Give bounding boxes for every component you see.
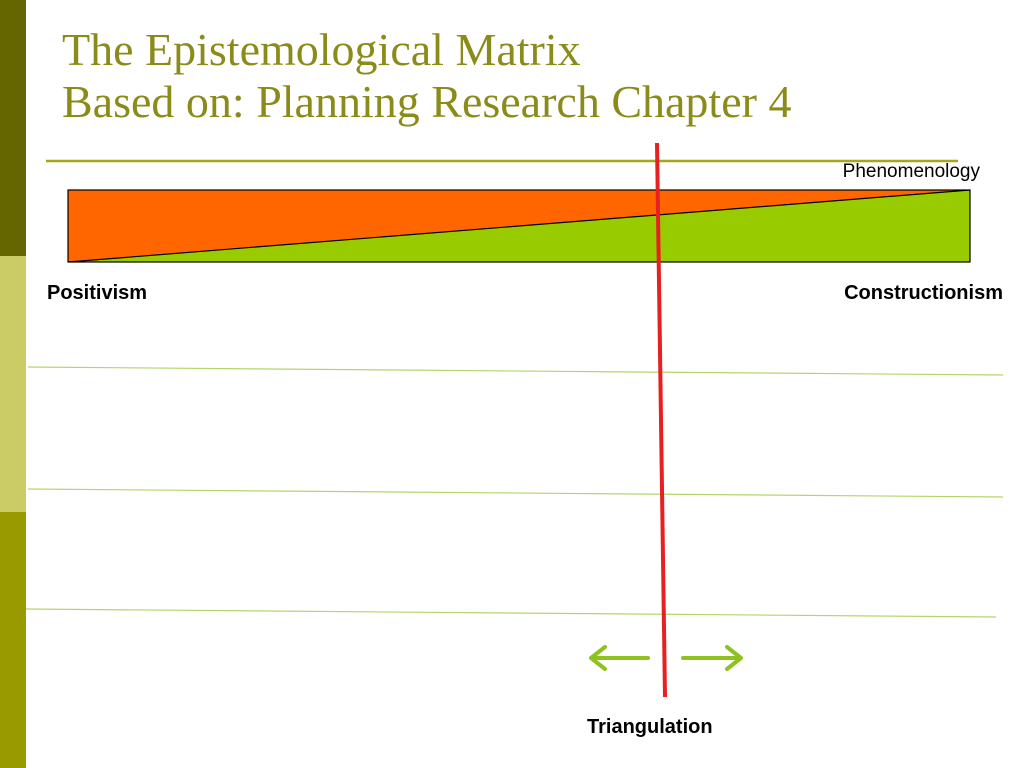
arrow-right-icon [681,645,743,671]
guide-line-2 [27,488,1004,498]
constructionism-label: Constructionism [844,282,1003,304]
phenomenology-label: Phenomenology [842,161,980,182]
sidebar-segment-light [0,256,26,512]
positivism-label: Positivism [47,282,148,304]
guide-line-1 [27,366,1004,376]
sidebar-segment-olive [0,512,26,768]
triangulation-label: Triangulation [587,716,713,738]
arrow-left-icon [589,645,650,671]
guide-line-3 [25,608,997,618]
sidebar-segment-dark [0,0,26,256]
title-line-2: Based on: Planning Research Chapter 4 [62,76,792,127]
position-divider [655,142,667,698]
spectrum-diagonal [67,189,971,263]
title-line-1: The Epistemological Matrix [62,24,581,75]
slide-title: The Epistemological Matrix Based on: Pla… [62,24,1002,128]
spectrum-bar-outline [67,189,971,263]
